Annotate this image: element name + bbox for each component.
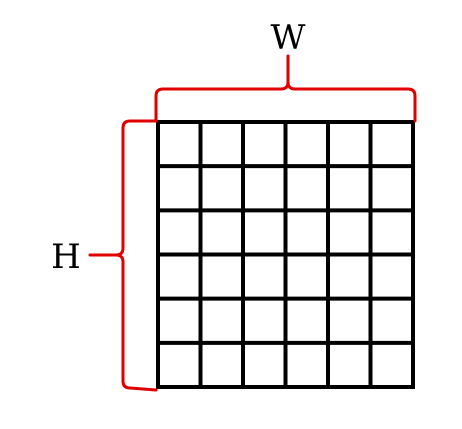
width-label: W (271, 18, 306, 58)
width-brace (154, 54, 417, 123)
grid (156, 120, 415, 389)
height-brace (88, 119, 158, 392)
height-label: H (51, 237, 81, 277)
